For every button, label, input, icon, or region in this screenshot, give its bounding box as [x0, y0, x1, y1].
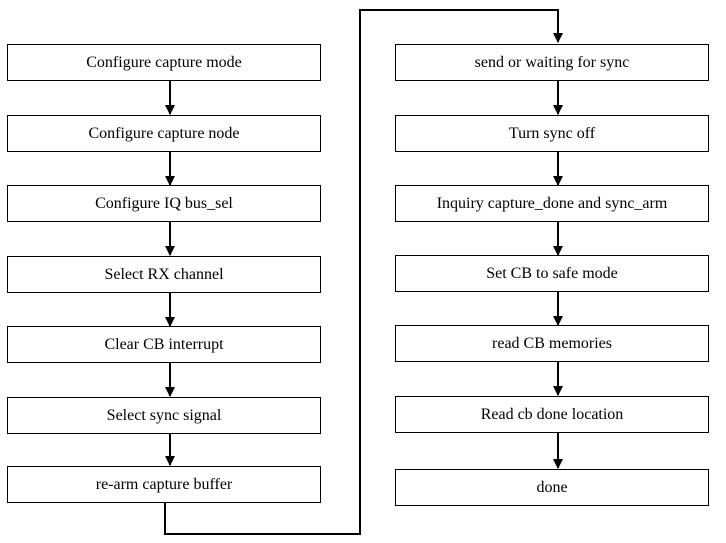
step-label: Set CB to safe mode [486, 264, 618, 282]
arrow-column-connector [164, 9, 563, 535]
step-select-rx-channel: Select RX channel [7, 256, 321, 293]
step-label: send or waiting for sync [474, 53, 630, 71]
step-label: Select sync signal [106, 406, 222, 424]
step-done: done [395, 469, 709, 506]
step-re-arm-capture-buffer: re-arm capture buffer [7, 466, 321, 503]
step-label: Inquiry capture_done and sync_arm [436, 194, 668, 212]
step-configure-capture-mode: Configure capture mode [7, 44, 321, 81]
step-read-cb-done-location: Read cb done location [395, 396, 709, 433]
step-label: read CB memories [492, 334, 612, 352]
step-label: Select RX channel [104, 265, 224, 283]
step-select-sync-signal: Select sync signal [7, 397, 321, 434]
step-clear-cb-interrupt: Clear CB interrupt [7, 326, 321, 363]
step-set-cb-safe-mode: Set CB to safe mode [395, 255, 709, 292]
step-label: Configure capture mode [86, 53, 242, 71]
step-configure-iq-bus-sel: Configure IQ bus_sel [7, 185, 321, 222]
step-label: done [536, 478, 568, 496]
step-label: Configure capture node [88, 124, 240, 142]
step-inquiry-capture-done: Inquiry capture_done and sync_arm [395, 185, 709, 222]
step-send-or-waiting-for-sync: send or waiting for sync [395, 44, 709, 81]
step-configure-capture-node: Configure capture node [7, 115, 321, 152]
step-read-cb-memories: read CB memories [395, 325, 709, 362]
step-label: Read cb done location [480, 405, 624, 423]
step-label: re-arm capture buffer [95, 475, 233, 493]
step-turn-sync-off: Turn sync off [395, 115, 709, 152]
step-label: Turn sync off [508, 124, 596, 142]
step-label: Clear CB interrupt [104, 335, 224, 353]
step-label: Configure IQ bus_sel [95, 194, 233, 212]
